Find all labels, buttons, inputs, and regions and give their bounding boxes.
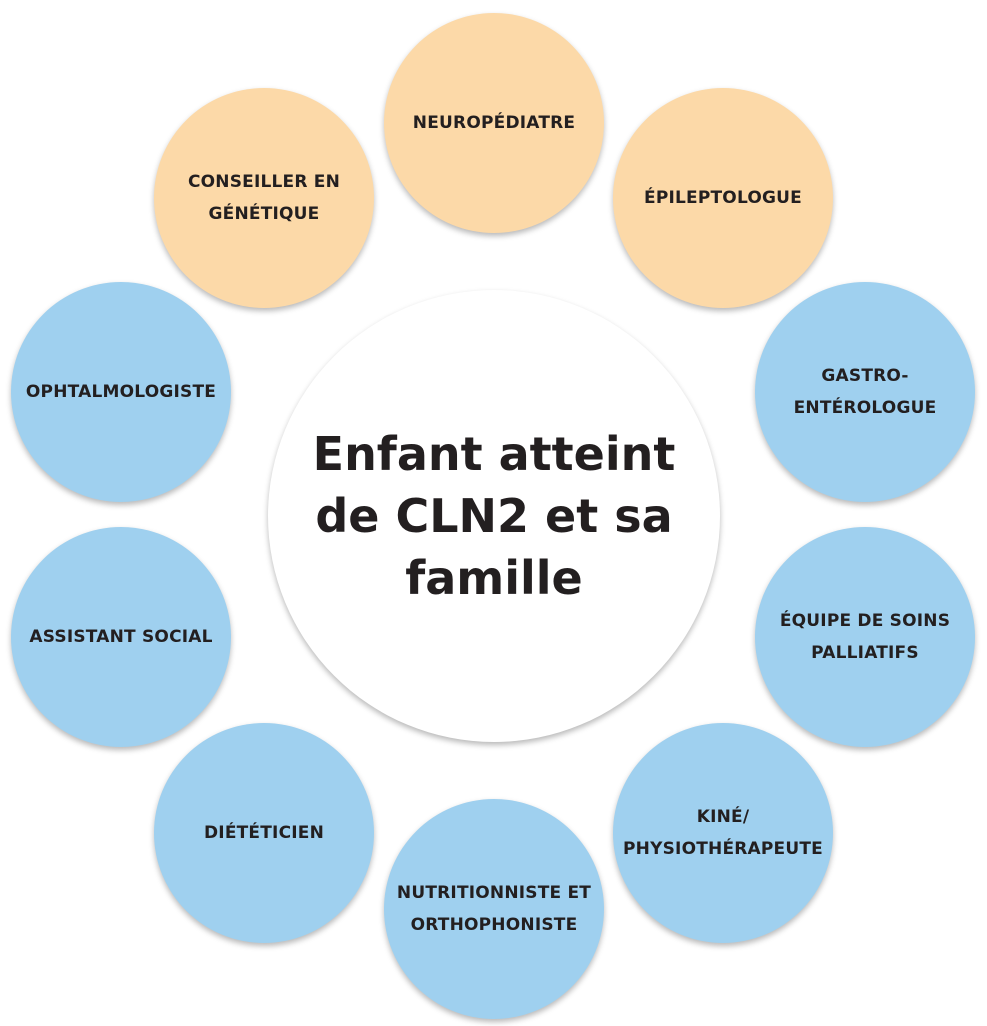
node-label: NEUROPÉDIATRE (412, 113, 576, 133)
node-soins-palliatifs: ÉQUIPE DE SOINS PALLIATIFS (755, 527, 975, 747)
node-label: NUTRITIONNISTE ET ORTHOPHONISTE (396, 883, 592, 935)
center-label: Enfant atteint de CLN2 et sa famille (312, 427, 676, 605)
node-ophtalmologiste: OPHTALMOLOGISTE (11, 282, 231, 502)
node-label: KINÉ/ PHYSIOTHÉRAPEUTE (623, 807, 823, 859)
node-nutritionniste-orthophoniste: NUTRITIONNISTE ET ORTHOPHONISTE (384, 799, 604, 1019)
node-gastro-enterologue: GASTRO- ENTÉROLOGUE (755, 282, 975, 502)
node-kine-physiotherapeute: KINÉ/ PHYSIOTHÉRAPEUTE (613, 723, 833, 943)
node-label: CONSEILLER EN GÉNÉTIQUE (187, 172, 341, 224)
node-label: ÉQUIPE DE SOINS PALLIATIFS (779, 611, 951, 663)
node-label: ASSISTANT SOCIAL (29, 627, 213, 647)
node-neuropediatre: NEUROPÉDIATRE (384, 13, 604, 233)
center-circle: Enfant atteint de CLN2 et sa famille (268, 290, 720, 742)
node-label: DIÉTÉTICIEN (203, 823, 325, 843)
node-label: OPHTALMOLOGISTE (25, 382, 217, 402)
node-conseiller-genetique: CONSEILLER EN GÉNÉTIQUE (154, 88, 374, 308)
node-dieteticien: DIÉTÉTICIEN (154, 723, 374, 943)
node-assistant-social: ASSISTANT SOCIAL (11, 527, 231, 747)
node-label: ÉPILEPTOLOGUE (644, 188, 802, 208)
node-label: GASTRO- ENTÉROLOGUE (793, 366, 937, 418)
node-epileptologue: ÉPILEPTOLOGUE (613, 88, 833, 308)
